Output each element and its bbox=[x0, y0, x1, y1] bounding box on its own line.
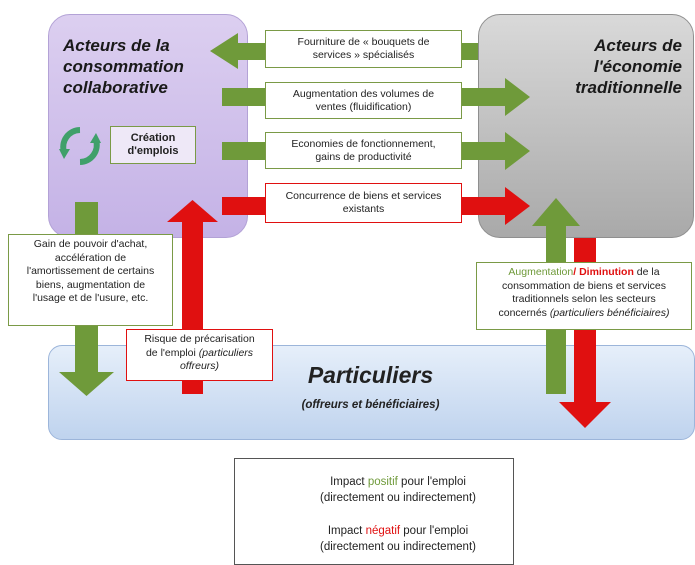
arrow-diminution-consommation bbox=[559, 238, 611, 428]
particuliers-subtitle: (offreurs et bénéficiaires) bbox=[301, 399, 440, 411]
augmentation-word: Augmentation bbox=[508, 266, 574, 278]
particuliers-title: Particuliers bbox=[307, 362, 434, 388]
legend-negative-text: Impact négatif pour l'emploi (directemen… bbox=[320, 525, 476, 553]
recycle-arrows-icon bbox=[59, 127, 101, 165]
diminution-word: Diminution bbox=[579, 266, 634, 278]
risque-precarisation-box: Risque de précarisation de l'emploi (par… bbox=[126, 329, 273, 381]
arrow-risque-precarisation bbox=[167, 200, 218, 394]
gain-pouvoir-achat-box: Gain de pouvoir d'achat, accélération de… bbox=[8, 234, 173, 326]
traditional-actors-title: Acteurs de l'économie traditionnelle bbox=[575, 36, 682, 97]
flow-label-economies-fonctionnement: Economies de fonctionnement,gains de pro… bbox=[265, 132, 462, 169]
creation-emplois-box: Création d'emplois bbox=[110, 126, 196, 164]
legend-box bbox=[234, 458, 514, 565]
augmentation-diminution-box: Augmentation/ Diminution de la consommat… bbox=[476, 262, 692, 330]
collaborative-actors-title: Acteurs de la consommation collaborative bbox=[63, 36, 184, 97]
legend-positive-text: Impact positif pour l'emploi (directemen… bbox=[320, 476, 476, 504]
